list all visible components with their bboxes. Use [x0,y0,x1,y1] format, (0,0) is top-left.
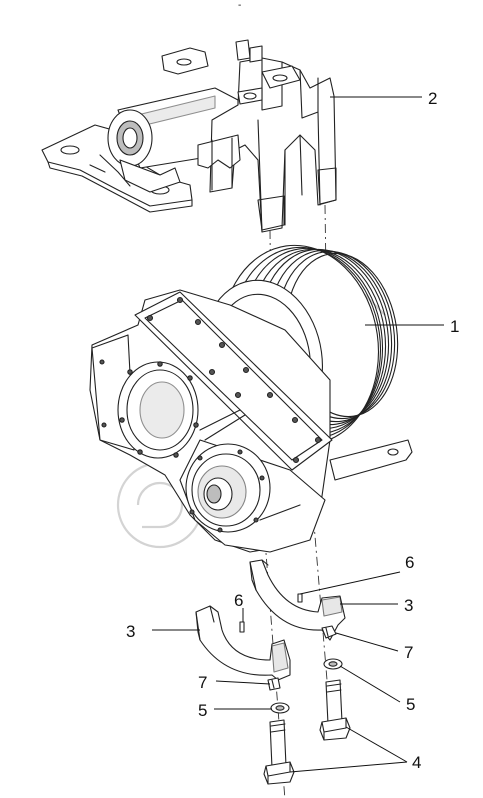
callout-1: 1 [450,317,459,336]
callout-5-left: 5 [198,701,207,720]
callout-labels: 2 1 6 3 6 3 7 7 5 5 4 [126,89,459,772]
callout-4: 4 [412,753,421,772]
part-7-nut-left [267,677,281,691]
part-1-gearbox-pulley [89,244,413,553]
callout-2: 2 [428,89,437,108]
output-flange [185,443,271,533]
part-4-bolt-right [319,679,351,741]
callout-7-right: 7 [404,643,413,662]
mounting-bar [329,439,413,481]
leader-lines [152,96,444,773]
callout-7-left: 7 [198,673,207,692]
callout-6-right: 6 [405,553,414,572]
part-3-bearing-cap-left [195,605,291,681]
part-4-bolt-left [263,719,295,785]
cover-bolts [146,296,322,464]
callout-3-right: 3 [404,596,413,615]
callout-5-right: 5 [406,695,415,714]
part-3-bearing-cap-right [249,559,346,641]
callout-3-left: 3 [126,622,135,641]
callout-6-left: 6 [234,591,243,610]
part-5-washer-right [323,658,343,670]
part-7-nut-right [321,625,337,639]
top-mark: - [238,0,241,11]
part-5-washer-left [270,702,290,714]
part-2-bearing-bracket [41,39,337,233]
